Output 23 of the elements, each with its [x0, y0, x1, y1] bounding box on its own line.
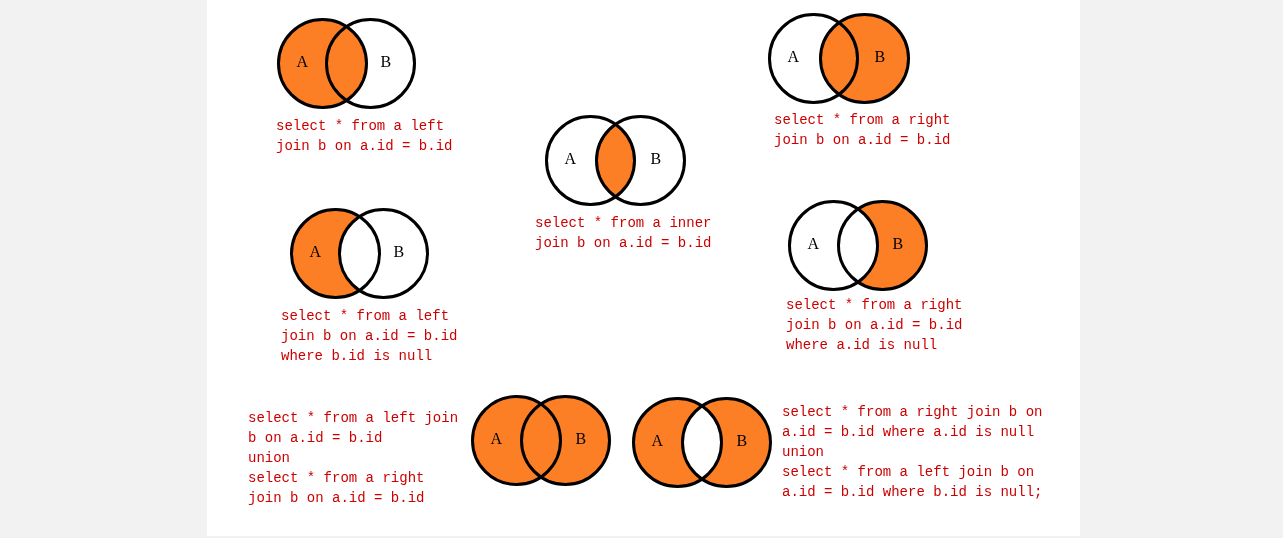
set-label: B — [874, 47, 886, 66]
sql-query: union — [782, 443, 825, 462]
set-label: B — [650, 149, 662, 168]
sql-query: union — [248, 449, 291, 468]
set-label: A — [309, 242, 322, 261]
set-label: A — [490, 429, 503, 448]
set-label: A — [651, 431, 664, 450]
set-label: A — [564, 149, 577, 168]
sql-query: select * from a left join b on a.id = b.id — [276, 117, 454, 156]
set-label: A — [787, 47, 800, 66]
set-label: B — [736, 431, 748, 450]
set-label: B — [892, 234, 904, 253]
set-label: B — [380, 52, 392, 71]
sql-query: select * from a right join b on a.id = b.id where a.id is null — [786, 296, 964, 355]
sql-query: select * from a right join b on a.id = b.id — [248, 469, 426, 508]
sql-query: select * from a left join b on a.id = b.id where b.id is null — [281, 307, 459, 366]
sql-query: select * from a right join b on a.id = b.id — [774, 111, 952, 150]
set-label: B — [575, 429, 587, 448]
sql-query: select * from a inner join b on a.id = b.id — [535, 214, 713, 253]
sql-query: select * from a left join b on a.id = b.id where b.id is null; — [782, 463, 1043, 502]
set-label: B — [393, 242, 405, 261]
set-label: A — [296, 52, 309, 71]
set-label: A — [807, 234, 820, 253]
